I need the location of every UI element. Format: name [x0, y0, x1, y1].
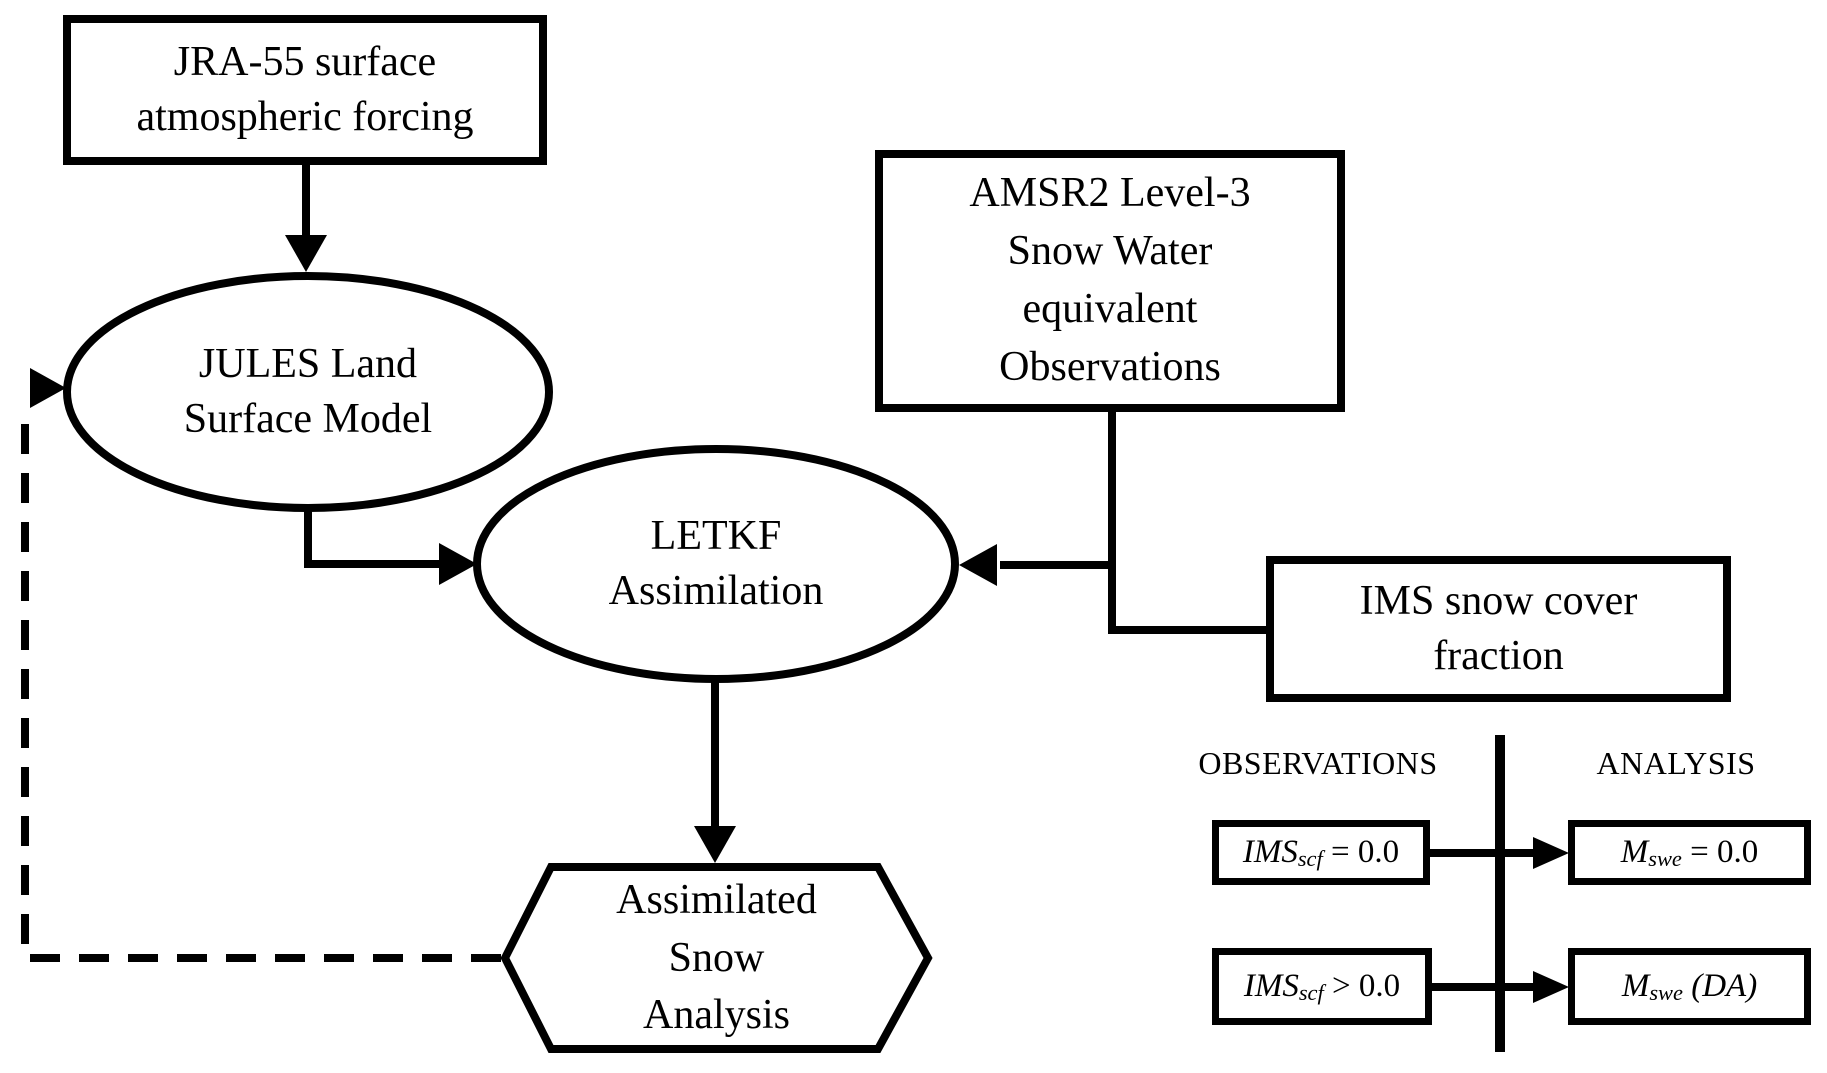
- legend-arrowhead-row1: [1533, 837, 1569, 869]
- ims-box-shape: [1266, 556, 1731, 702]
- legend-ana-row1-base: M: [1620, 834, 1649, 870]
- arrowhead-jules-to-letkf: [439, 543, 477, 585]
- legend-ana-row2-extra: (DA): [1682, 968, 1758, 1004]
- legend-ana-row1-sub: swe: [1648, 845, 1682, 871]
- legend-observations-header: OBSERVATIONS: [1198, 744, 1438, 781]
- ims-box-label: IMS snow cover fraction: [1359, 577, 1638, 679]
- output-hexagon-label: Assimilated Snow Analysis: [616, 876, 817, 1039]
- feedback-dashed-connector: [21, 408, 501, 962]
- legend-obs-row2-base: IMS: [1243, 968, 1299, 1004]
- legend-obs-row1-base: IMS: [1242, 834, 1298, 870]
- jra55-box-shape: [63, 15, 547, 165]
- legend-ana-row2-base: M: [1621, 968, 1650, 1004]
- output-hexagon-shape: [500, 863, 933, 1053]
- letkf-ellipse-label: LETKF Assimilation: [608, 512, 824, 614]
- connector-amsr2-ims-trunk: [1108, 408, 1266, 634]
- arrow-jules-to-letkf: [304, 508, 439, 568]
- legend-obs-row2-rest: > 0.0: [1323, 968, 1401, 1004]
- jules-ellipse-label: JULES Land Surface Model: [183, 340, 433, 442]
- legend-ana-row2-sub: swe: [1649, 979, 1683, 1005]
- arrowhead-feedback-to-jules: [30, 368, 66, 408]
- legend-analysis-header: ANALYSIS: [1596, 744, 1756, 781]
- legend-obs-row2-sub: scf: [1298, 979, 1324, 1005]
- amsr2-box-label: AMSR2 Level-3 Snow Water equivalent Obse…: [969, 170, 1251, 390]
- legend-obs-row1-sub: scf: [1297, 845, 1323, 871]
- arrowhead-jra55-to-jules: [285, 235, 327, 272]
- legend-obs-row1-rest: = 0.0: [1322, 834, 1400, 870]
- legend-ana-row1-rest: = 0.0: [1681, 834, 1759, 870]
- legend-arrowhead-row2: [1533, 971, 1569, 1003]
- arrowhead-letkf-to-output: [694, 826, 736, 863]
- jra55-box-label: JRA-55 surface atmospheric forcing: [136, 38, 474, 140]
- arrowhead-observations-to-letkf: [959, 544, 997, 586]
